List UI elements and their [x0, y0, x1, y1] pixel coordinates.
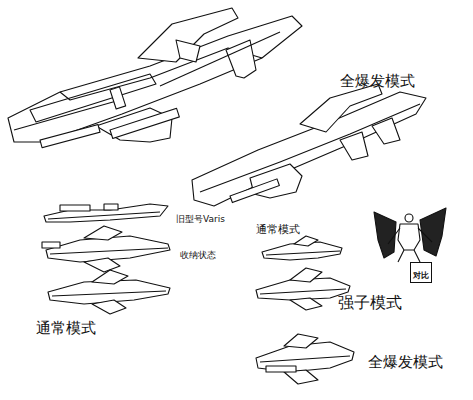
mode-label: 收纳状态: [180, 251, 216, 261]
mode-label: 强子模式: [338, 294, 402, 312]
mode-label: 通常模式: [36, 320, 96, 337]
weapon-normal-right: [262, 236, 342, 260]
weapon-normal-small: [48, 270, 170, 314]
mode-label: 全爆发模式: [368, 354, 443, 371]
mode-label: 旧型号Varis: [176, 215, 225, 225]
mecha-figure: [374, 208, 446, 262]
mode-label: 通常模式: [256, 224, 300, 236]
weapon-full-burst-large: [8, 8, 302, 148]
weapon-stowed: [42, 226, 170, 272]
mode-label: 全爆发模式: [340, 73, 415, 90]
weapon-full-burst-small: [256, 334, 354, 384]
tag-box: 对比: [410, 262, 432, 283]
tag-text: 对比: [413, 271, 429, 280]
weapon-hadron: [256, 268, 350, 310]
weapon-full-burst-medium: [192, 84, 426, 206]
weapon-old-varis: [44, 204, 168, 222]
